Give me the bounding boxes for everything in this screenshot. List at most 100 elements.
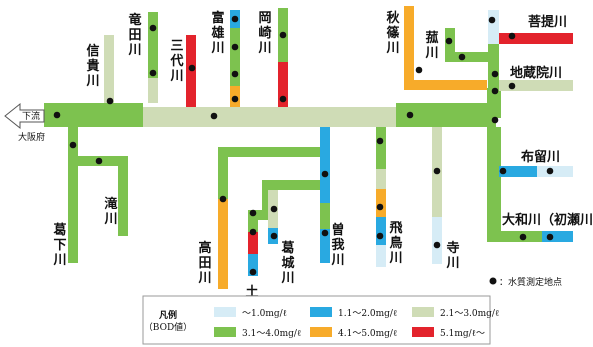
river-name-misirogawa: 三 bbox=[170, 39, 183, 54]
furu-river-a bbox=[499, 166, 537, 177]
katsurage-river bbox=[68, 127, 78, 263]
measurement-point bbox=[546, 233, 554, 241]
soga-river-mid bbox=[320, 203, 330, 229]
river-name-tomiogawa: 川 bbox=[210, 41, 224, 56]
tatsuta-river-upper bbox=[148, 12, 158, 78]
hatsuse-river-b bbox=[542, 231, 573, 242]
measurement-point bbox=[231, 95, 239, 103]
river-name-shinkigawa: 川 bbox=[85, 74, 99, 89]
measurement-point bbox=[321, 229, 329, 237]
measurement-point bbox=[458, 53, 466, 61]
akishino-river-h bbox=[404, 80, 487, 90]
measurement-point bbox=[95, 157, 103, 165]
main-river-bend bbox=[487, 88, 501, 118]
river-name-takigawa: 滝 bbox=[104, 196, 117, 212]
measurement-point bbox=[249, 209, 257, 217]
legend-label: 2.1〜3.0mg/ℓ bbox=[440, 309, 499, 319]
measurement-point bbox=[279, 95, 287, 103]
asuka-river-b bbox=[376, 169, 386, 189]
measurement-point bbox=[508, 82, 516, 90]
tsuchikuro-mid bbox=[248, 232, 258, 254]
river-name-furugawa: 布留川 bbox=[521, 149, 560, 165]
asuka-river-c bbox=[376, 189, 386, 217]
downstream-label: 下流 bbox=[22, 110, 40, 122]
downstream-arrow: 下流 大阪府 bbox=[4, 102, 45, 143]
measurement-point bbox=[231, 15, 239, 23]
east-stem bbox=[487, 127, 501, 242]
akishino-river bbox=[404, 6, 414, 90]
asuka-river-a bbox=[376, 127, 386, 169]
river-name-sogagawa: 川 bbox=[330, 253, 344, 268]
river-name-katsuragegawa: 葛 bbox=[52, 222, 66, 238]
takada-h bbox=[218, 147, 328, 157]
furu-river-b bbox=[537, 166, 573, 177]
river-name-takadagawa: 高 bbox=[198, 240, 211, 256]
river-name-jizoingawa: 地蔵院川 bbox=[510, 65, 562, 81]
river-name-okazakigawa: 川 bbox=[257, 41, 271, 56]
river-name-shinkigawa: 貴 bbox=[86, 58, 99, 74]
river-name-sogagawa: 曽 bbox=[331, 222, 344, 238]
river-name-tatsutagawa: 田 bbox=[128, 28, 141, 43]
legend-label: 〜1.0mg/ℓ bbox=[242, 309, 287, 319]
upper-stem-a bbox=[488, 10, 499, 44]
tomio-river-b bbox=[230, 28, 240, 86]
river-name-takadagawa: 田 bbox=[198, 256, 211, 271]
river-name-misirogawa: 川 bbox=[169, 69, 183, 84]
measurement-point bbox=[53, 111, 61, 119]
takada-river-lower bbox=[218, 199, 228, 289]
measurement-point bbox=[106, 97, 114, 105]
legend-swatch bbox=[214, 307, 236, 317]
jizoin-river bbox=[499, 80, 573, 91]
measurement-point bbox=[491, 70, 499, 78]
measurement-point bbox=[519, 233, 527, 241]
river-name-asukagawa: 川 bbox=[388, 251, 402, 266]
measurement-point bbox=[406, 111, 414, 119]
river-name-teragawa: 川 bbox=[445, 256, 459, 271]
river-name-ranwa: 菰 bbox=[425, 30, 438, 46]
legend-label: 5.1mg/ℓ〜 bbox=[440, 329, 485, 339]
upper-stem-b bbox=[488, 44, 499, 89]
legend-label: 1.1〜2.0mg/ℓ bbox=[338, 309, 397, 319]
measurement-point bbox=[249, 228, 257, 236]
river-name-tomiogawa: 富 bbox=[211, 10, 224, 26]
measurement-point bbox=[376, 232, 384, 240]
asuka-river-d bbox=[376, 217, 386, 245]
legend-swatch bbox=[412, 327, 434, 337]
bodai-river bbox=[499, 33, 573, 44]
measurement-point bbox=[499, 167, 507, 175]
measurement-point bbox=[210, 112, 218, 120]
river-name-sogagawa: 我 bbox=[331, 237, 344, 253]
river-name-katsuragigawa: 川 bbox=[280, 271, 294, 286]
tsuchikuro-lower bbox=[248, 254, 258, 276]
river-name-okazakigawa: 岡 bbox=[258, 11, 271, 26]
river-name-takadagawa: 川 bbox=[197, 271, 211, 286]
measurement-point bbox=[491, 116, 499, 124]
main-river-middle bbox=[143, 107, 396, 127]
legend-swatch bbox=[214, 327, 236, 337]
tsuchikuro-upper bbox=[248, 210, 258, 232]
measurement-point bbox=[219, 195, 227, 203]
river-name-misirogawa: 代 bbox=[169, 53, 183, 69]
measurement-point bbox=[433, 241, 441, 249]
tatsuta-river-lower bbox=[148, 78, 158, 103]
river-name-bodaigawa: 菩提川 bbox=[528, 14, 567, 30]
river-name-tatsutagawa: 竜 bbox=[128, 12, 141, 28]
okazaki-river-lower bbox=[278, 62, 288, 107]
legend-title: 凡例 bbox=[158, 309, 177, 321]
measurement-point bbox=[376, 137, 384, 145]
measurement-point bbox=[69, 141, 77, 149]
osaka-label: 大阪府 bbox=[18, 131, 45, 143]
komo-river-h bbox=[445, 52, 488, 62]
measurement-point bbox=[491, 87, 499, 95]
legend-swatch bbox=[412, 307, 434, 317]
legend-label: 3.1〜4.0mg/ℓ bbox=[242, 329, 301, 339]
legend-swatch bbox=[310, 327, 332, 337]
soga-river-upper bbox=[320, 127, 330, 203]
measurement-point bbox=[415, 66, 423, 74]
katsuragi-upper bbox=[262, 180, 272, 210]
river-name-akishinogawa: 篠 bbox=[386, 25, 399, 41]
river-name-asukagawa: 鳥 bbox=[389, 235, 402, 251]
measurement-point bbox=[249, 268, 257, 276]
river-name-katsuragegawa: 川 bbox=[52, 253, 66, 268]
